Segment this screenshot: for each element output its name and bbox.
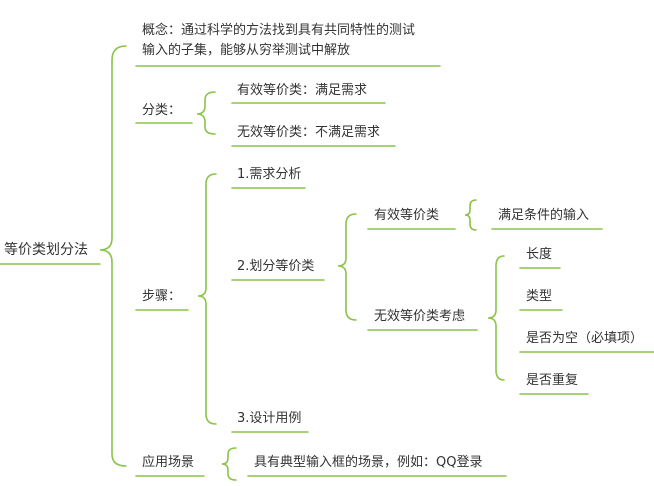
root-node: 等价类划分法 bbox=[4, 242, 88, 258]
scenario-detail-node: 具有典型输入框的场景，例如：QQ登录 bbox=[254, 455, 483, 470]
invalid-item-duplicate: 是否重复 bbox=[526, 373, 579, 388]
concept-node-line1: 概念：通过科学的方法找到具有共同特性的测试 bbox=[142, 23, 416, 38]
invalid-item-empty: 是否为空（必填项） bbox=[526, 331, 644, 346]
step3-node: 3.设计用例 bbox=[237, 411, 302, 426]
valid-class-node: 有效等价类：满足需求 bbox=[237, 83, 368, 98]
invalid-item-type: 类型 bbox=[526, 289, 553, 304]
invalid-item-length: 长度 bbox=[526, 247, 553, 262]
scenario-node: 应用场景 bbox=[142, 455, 195, 470]
steps-node: 步骤： bbox=[142, 289, 182, 304]
step2-invalid-class-node: 无效等价类考虑 bbox=[374, 309, 466, 324]
classification-node: 分类： bbox=[142, 103, 182, 118]
step2-valid-class-node: 有效等价类 bbox=[374, 208, 440, 223]
invalid-class-node: 无效等价类：不满足需求 bbox=[237, 125, 381, 140]
step2-valid-detail-node: 满足条件的输入 bbox=[498, 208, 590, 223]
step2-node: 2.划分等价类 bbox=[237, 259, 315, 274]
concept-node-line2: 输入的子集，能够从穷举测试中解放 bbox=[142, 43, 351, 58]
step1-node: 1.需求分析 bbox=[237, 167, 302, 182]
